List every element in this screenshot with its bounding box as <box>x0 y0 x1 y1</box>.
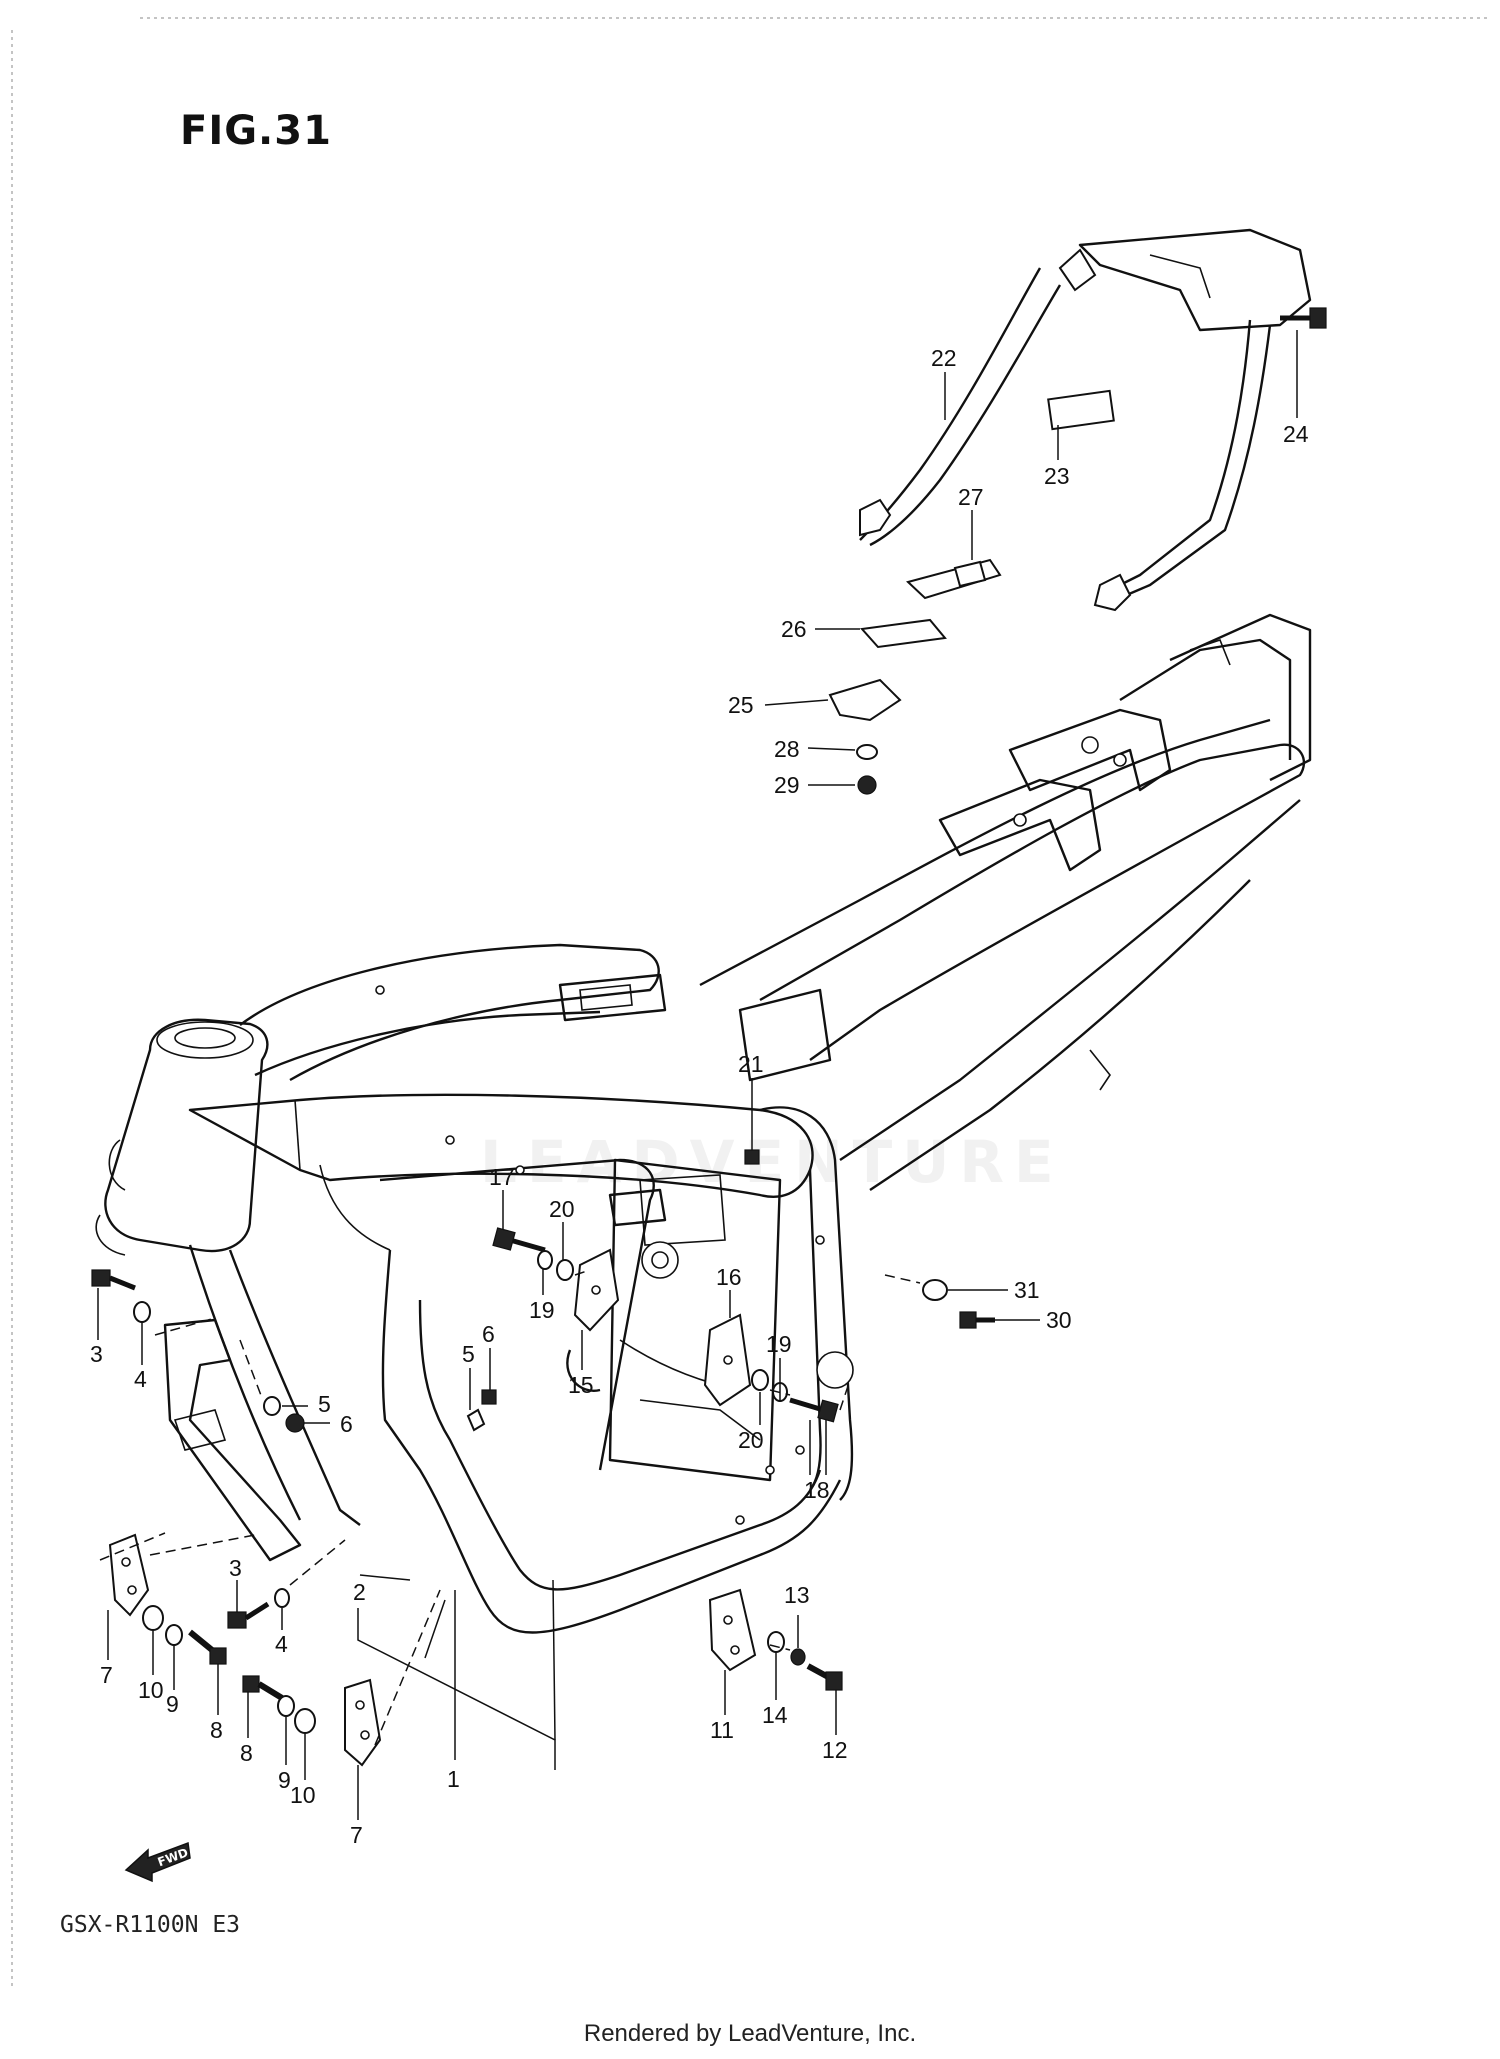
part-26-cushion <box>860 618 947 649</box>
part-3-bolt-lower <box>227 1601 270 1629</box>
watermark-text: LEADVENTURE <box>480 1128 1064 1196</box>
part-6-nut-left <box>285 1413 305 1433</box>
callout-27: 27 <box>958 484 984 510</box>
part-9-washer-left <box>165 1624 183 1646</box>
callout-11: 11 <box>710 1717 734 1743</box>
callout-9-right: 9 <box>278 1767 291 1793</box>
callout-4-upper: 4 <box>134 1366 147 1392</box>
callout-18: 18 <box>804 1477 830 1503</box>
part-21-nut <box>744 1149 760 1165</box>
part-3-bolt-upper <box>91 1269 136 1291</box>
part-9-washer-right <box>277 1695 295 1717</box>
part-30-bolt <box>959 1311 995 1329</box>
part-7-plate-lower <box>344 1678 382 1767</box>
part-24-bolt <box>1280 307 1327 329</box>
callout-24: 24 <box>1283 421 1309 447</box>
callout-15: 15 <box>568 1372 594 1398</box>
part-4-washer-lower <box>274 1588 290 1608</box>
part-5-washer-center <box>466 1408 486 1432</box>
callout-23: 23 <box>1044 463 1070 489</box>
part-8-bolt-left <box>188 1629 227 1665</box>
part-19-washer-a <box>537 1250 553 1270</box>
left-engine-bracket <box>163 1318 302 1562</box>
callout-13: 13 <box>784 1582 810 1608</box>
part-8-bolt-right <box>242 1675 284 1701</box>
callout-28: 28 <box>774 736 800 762</box>
part-13-washer <box>790 1648 806 1666</box>
callout-14: 14 <box>762 1702 788 1728</box>
part-10-spacer-right <box>294 1708 316 1734</box>
part-20-washer-b <box>751 1369 769 1391</box>
callout-12: 12 <box>822 1737 848 1763</box>
part-14-spacer <box>767 1631 785 1653</box>
callout-6-left: 6 <box>340 1411 353 1437</box>
figure-title: FIG.31 <box>180 108 332 154</box>
callout-22: 22 <box>931 345 957 371</box>
callout-2: 2 <box>353 1579 366 1605</box>
callout-21: 21 <box>738 1051 764 1077</box>
callout-8-left: 8 <box>210 1717 223 1743</box>
callout-7-upper: 7 <box>100 1662 113 1688</box>
callout-16: 16 <box>716 1264 742 1290</box>
callout-20-lower: 20 <box>738 1427 764 1453</box>
callout-10-right: 10 <box>290 1782 316 1808</box>
part-4-washer-upper <box>133 1301 151 1323</box>
fwd-label: FWD <box>156 1845 190 1869</box>
callout-8-right: 8 <box>240 1740 253 1766</box>
part-5-washer-left <box>263 1396 281 1416</box>
dashed-guides <box>99 1269 921 1746</box>
seat-rail-assembly <box>859 228 1312 612</box>
part-7-plate-upper <box>108 1533 150 1617</box>
callout-25: 25 <box>728 692 754 718</box>
fwd-arrow-icon: FWD <box>124 1841 191 1883</box>
part-27-clip <box>906 558 1002 600</box>
callout-5-left: 5 <box>318 1391 331 1417</box>
callout-20-upper: 20 <box>549 1196 575 1222</box>
callout-30: 30 <box>1046 1307 1072 1333</box>
callout-29: 29 <box>774 772 800 798</box>
part-10-spacer-left <box>142 1605 164 1631</box>
callout-31: 31 <box>1014 1277 1040 1303</box>
callout-7-lower: 7 <box>350 1822 363 1848</box>
callout-6-center: 6 <box>482 1321 495 1347</box>
callout-labels: 1 2 3 3 4 4 5 5 6 6 7 7 8 8 9 9 10 10 11… <box>90 345 1309 1848</box>
callout-17: 17 <box>489 1164 515 1190</box>
part-29-nut <box>857 775 877 795</box>
part-6-nut-center <box>481 1389 497 1405</box>
part-28-washer <box>856 744 878 760</box>
callout-10-left: 10 <box>138 1677 164 1703</box>
part-23-label-plate <box>1047 389 1115 431</box>
callout-19-lower: 19 <box>766 1331 792 1357</box>
callout-4-lower: 4 <box>275 1631 288 1657</box>
model-code: GSX-R1100N E3 <box>60 1912 241 1938</box>
footer-credit: Rendered by LeadVenture, Inc. <box>583 2020 917 2047</box>
leader-lines <box>97 330 1298 1820</box>
callout-26: 26 <box>781 616 807 642</box>
part-11-plate <box>708 1588 757 1672</box>
part-31-washer <box>922 1279 948 1301</box>
main-frame-drawing <box>95 613 1312 1634</box>
part-18-bolt <box>789 1397 839 1423</box>
callout-19-upper: 19 <box>529 1297 555 1323</box>
part-12-bolt <box>806 1663 843 1691</box>
callout-3-lower: 3 <box>229 1555 242 1581</box>
part-17-bolt <box>492 1227 546 1253</box>
callout-5-center: 5 <box>462 1341 475 1367</box>
callout-9-left: 9 <box>166 1691 179 1717</box>
part-25-bracket <box>828 678 902 722</box>
callout-1: 1 <box>447 1766 460 1792</box>
part-20-washer-a <box>556 1259 574 1281</box>
callout-3-upper: 3 <box>90 1341 103 1367</box>
